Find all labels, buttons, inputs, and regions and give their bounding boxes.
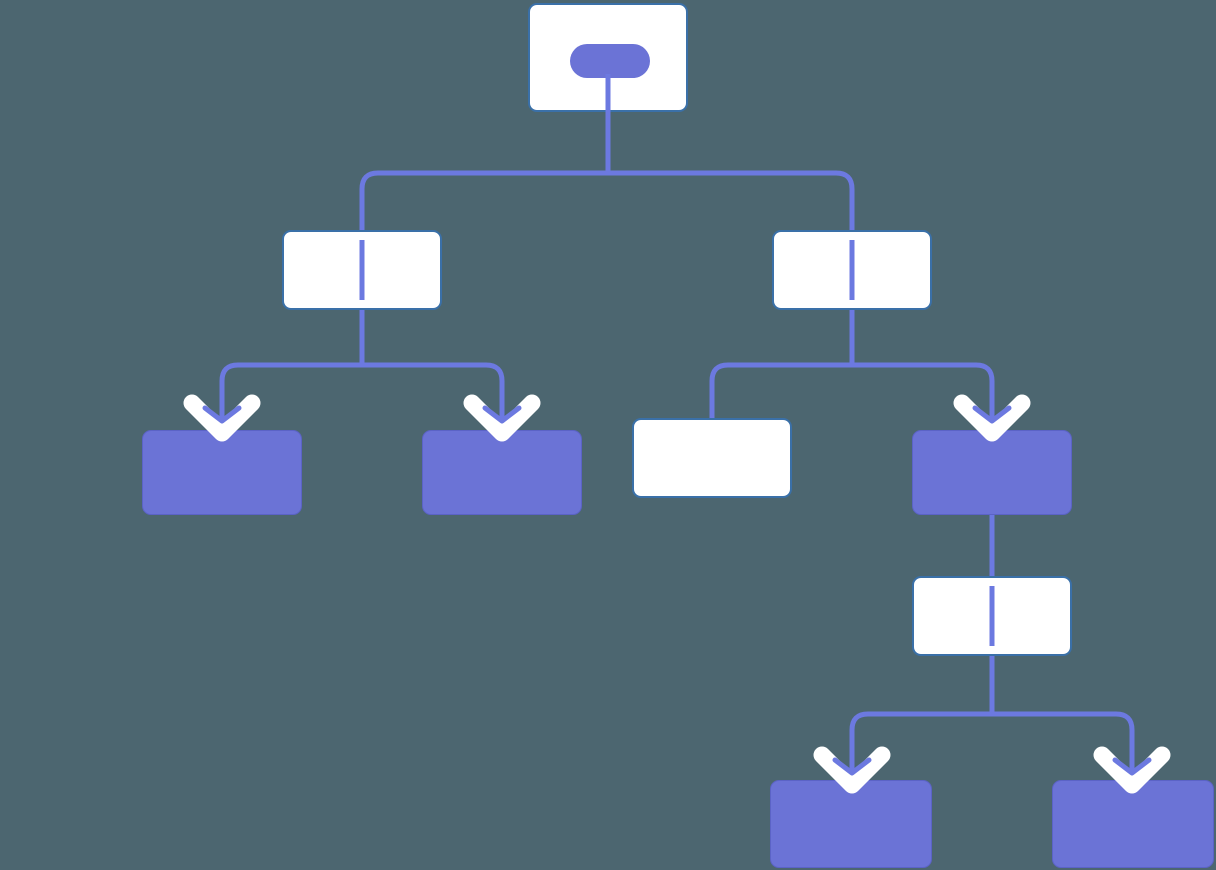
edge-sub-branch-to-leaf-bottom-a — [849, 616, 995, 782]
edge-root-to-left-branch — [359, 76, 611, 270]
edge-right-branch-to-plain-node — [709, 270, 855, 418]
root-node-pill-badge — [570, 44, 650, 78]
leaf-node-bottom-b[interactable] — [1052, 780, 1214, 868]
leaf-node-bottom-a[interactable] — [770, 780, 932, 868]
edge-left-branch-to-leaf-a — [219, 270, 365, 430]
plain-node-right-a[interactable] — [632, 418, 792, 498]
sub-branch-node[interactable] — [912, 576, 1072, 656]
edge-right-branch-to-branch-node — [849, 270, 995, 430]
left-branch-node[interactable] — [282, 230, 442, 310]
right-branch-node[interactable] — [772, 230, 932, 310]
edge-left-branch-to-leaf-b — [359, 270, 505, 430]
root-node[interactable] — [528, 3, 688, 112]
leaf-node-left-a[interactable] — [142, 430, 302, 515]
edge-root-to-right-branch — [605, 76, 855, 270]
leaf-node-left-b[interactable] — [422, 430, 582, 515]
branch-node-right-b[interactable] — [912, 430, 1072, 515]
edge-sub-branch-to-leaf-bottom-b — [989, 616, 1135, 782]
